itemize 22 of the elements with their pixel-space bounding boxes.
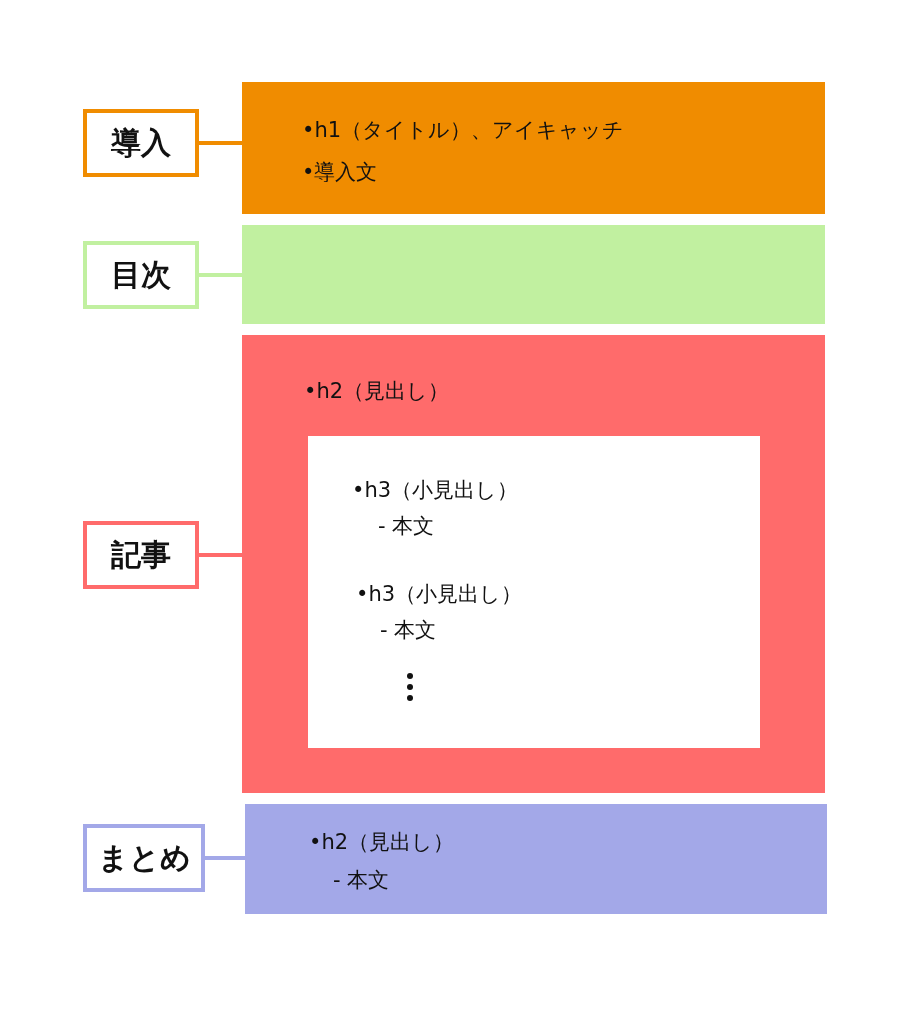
- heading-item: •h3（小見出し）: [352, 477, 519, 504]
- heading-item: •h3（小見出し）: [356, 581, 523, 608]
- heading-item: •h2（見出し）: [304, 378, 450, 405]
- connector-line: [199, 553, 242, 557]
- section-band: [242, 335, 825, 793]
- heading-item: •導入文: [302, 159, 378, 186]
- section-label-box: まとめ: [83, 824, 205, 892]
- section-label-box: 記事: [83, 521, 199, 589]
- section-band: [242, 225, 825, 324]
- section-band: [245, 804, 827, 914]
- connector-line: [199, 141, 242, 145]
- section-label-box: 導入: [83, 109, 199, 177]
- body-text-item: - 本文: [380, 617, 437, 644]
- section-band: [242, 82, 825, 214]
- heading-item: •h2（見出し）: [309, 829, 455, 856]
- body-text-item: - 本文: [378, 513, 435, 540]
- heading-item: •h1（タイトル）、アイキャッチ: [302, 117, 625, 144]
- connector-line: [199, 273, 242, 277]
- section-label-box: 目次: [83, 241, 199, 309]
- content-box: [308, 436, 760, 748]
- connector-line: [205, 856, 245, 860]
- body-text-item: - 本文: [333, 867, 390, 894]
